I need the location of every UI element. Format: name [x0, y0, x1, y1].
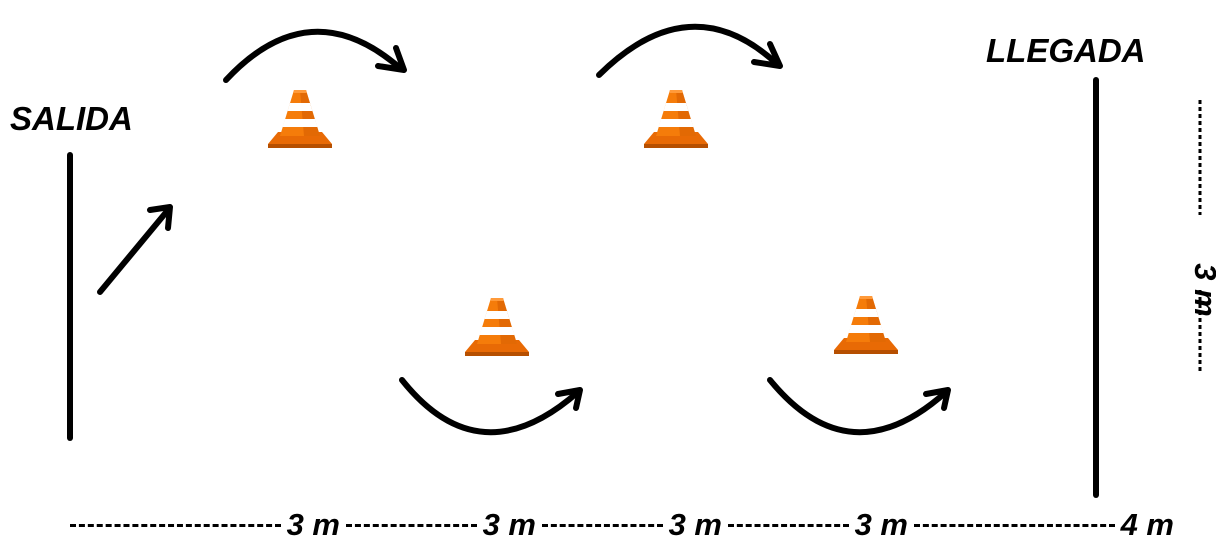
- dash-separator: [914, 523, 1115, 527]
- arrow-icon: [97, 204, 173, 295]
- arrow-icon: [223, 28, 407, 83]
- arrow-icon: [767, 377, 951, 436]
- distance-label: 3 m: [668, 507, 722, 542]
- dash-separator: [542, 523, 663, 527]
- distance-label: 3 m: [286, 507, 340, 542]
- distance-scale: 3 m 3 m 3 m 3 m 4 m: [64, 507, 1174, 542]
- distance-label: 3 m: [482, 507, 536, 542]
- traffic-cone-icon: [644, 90, 708, 148]
- traffic-cone-icon: [465, 298, 529, 356]
- traffic-cone-icon: [268, 90, 332, 148]
- arrow-icon: [596, 23, 783, 78]
- traffic-cone-icon: [834, 296, 898, 354]
- finish-label: LLEGADA: [986, 32, 1146, 69]
- dash-separator: [728, 523, 849, 527]
- arrow-icon: [399, 377, 583, 436]
- distance-label: 4 m: [1120, 507, 1174, 542]
- width-distance-label: 3 m: [1187, 263, 1216, 316]
- dash-separator: [70, 523, 281, 527]
- distance-label: 3 m: [854, 507, 908, 542]
- dash-separator: [346, 523, 477, 527]
- start-label: SALIDA: [10, 100, 133, 137]
